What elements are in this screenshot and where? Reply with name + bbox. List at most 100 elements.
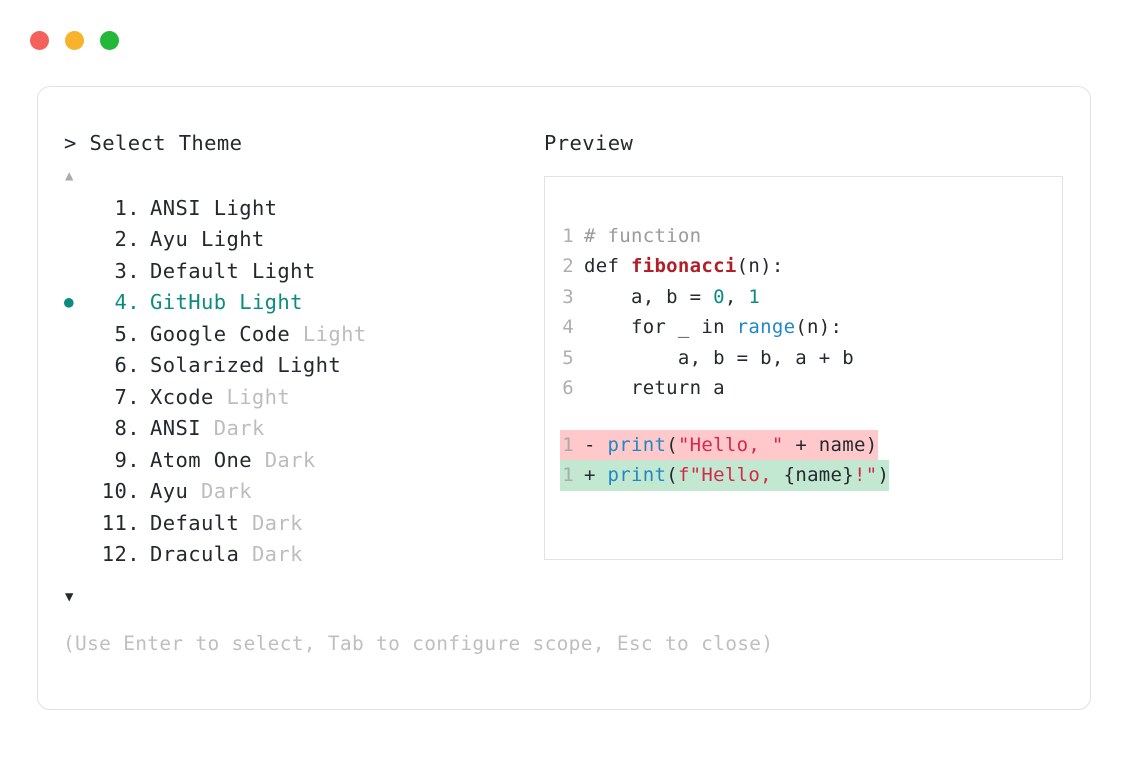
code-token: (n): [736,255,784,277]
code-token: f"Hello, [677,464,784,486]
theme-item-variant: Dark [251,510,303,535]
theme-item-name: Default [150,510,252,535]
scroll-up-icon[interactable]: ▲ [65,167,74,184]
window-traffic-lights [30,31,119,50]
code-line: 4 for _ in range(n): [560,312,1056,343]
page-title: > Select Theme [64,133,534,154]
maximize-button[interactable] [100,31,119,50]
line-number: 4 [562,316,574,338]
code-token: ( [666,464,678,486]
theme-item-number: 7. [114,384,140,409]
theme-item-number: 4. [114,290,140,314]
code-token: ( [666,433,678,456]
theme-item-number: 9. [114,447,140,472]
theme-list: 1. ANSI Light 2. Ayu Light 3. Default Light ● 4… [64,196,534,574]
theme-item-name: Ayu [150,227,201,251]
theme-item-variant: Light [302,321,367,346]
theme-item-number: 8. [114,416,140,440]
selected-bullet-icon: ● [64,292,75,311]
theme-item-number: 11. [101,510,140,535]
code-token: print [607,464,667,486]
theme-item-variant: Dark [213,416,265,440]
code-line: 1 # function [560,221,1056,252]
diff-line-removed: 1- print("Hello, " + name) [560,429,878,460]
preview-label: Preview [544,131,634,155]
theme-item-name: Default [150,258,252,283]
diff-block: 1- print("Hello, " + name)1+ print(f"Hel… [560,429,1056,491]
theme-list-column: > Select Theme ▲ 1. ANSI Light 2. Ayu Light… [64,133,534,604]
theme-list-item[interactable]: 2. Ayu Light [64,227,534,259]
theme-list-item[interactable]: 8. ANSI Dark [64,416,534,448]
diff-sign: - [584,433,608,456]
theme-item-variant: Dark [264,447,316,472]
code-token: return a [584,377,725,399]
theme-item-number: 3. [114,258,140,283]
code-token: a, b = [584,285,714,308]
line-number: 6 [562,377,574,399]
line-number: 2 [562,255,574,277]
theme-item-name: Google Code [150,321,303,346]
theme-item-name: ANSI [150,416,214,440]
code-token: fibonacci [630,255,737,277]
code-token: range [736,316,796,338]
theme-list-item[interactable]: 11. Default Dark [64,511,534,543]
theme-item-variant: Light [200,227,265,251]
theme-list-item[interactable]: 9. Atom One Dark [64,448,534,480]
theme-item-number: 2. [114,227,140,251]
theme-item-variant: Light [213,195,278,220]
scroll-down-icon[interactable]: ▼ [65,588,74,605]
theme-item-number: 6. [114,353,140,377]
theme-item-variant: Light [277,353,342,377]
line-number: 3 [562,285,574,308]
theme-selector-card: > Select Theme ▲ 1. ANSI Light 2. Ayu Light… [37,86,1091,710]
theme-list-item[interactable]: 7. Xcode Light [64,385,534,417]
theme-item-name: Xcode [150,384,227,409]
theme-item-number: 5. [114,321,140,346]
code-token: a, b = b, a + b [584,346,854,369]
line-number: 5 [562,346,574,369]
code-token: !" [854,464,878,486]
theme-list-item[interactable]: ●4.GitHub Light [64,290,534,322]
theme-item-variant: Light [251,258,316,283]
theme-list-item[interactable]: 12.Dracula Dark [64,542,534,574]
code-token: {name} [783,464,855,486]
theme-list-item[interactable]: 3. Default Light [64,259,534,291]
theme-item-number: 12. [101,542,140,566]
prompt-symbol: > [64,131,77,155]
line-number: 1 [562,464,574,486]
theme-item-number: 10. [101,479,140,503]
line-number: 1 [562,224,574,247]
code-line: 5 a, b = b, a + b [560,343,1056,374]
theme-item-name: ANSI [150,195,214,220]
code-token: "Hello, " [677,433,784,456]
theme-item-name: Ayu [150,479,201,503]
theme-list-item[interactable]: 5. Google Code Light [64,322,534,354]
minimize-button[interactable] [65,31,84,50]
code-blank-line [560,404,1056,430]
page-title-label: Select Theme [89,131,243,155]
prompt-spacer [77,131,90,155]
theme-list-item[interactable]: 1. ANSI Light [64,196,534,228]
theme-item-name: Atom One [150,447,265,472]
code-token: # function [584,224,702,247]
theme-list-item[interactable]: 6. Solarized Light [64,353,534,385]
close-button[interactable] [30,31,49,50]
theme-item-variant: Light [226,384,291,409]
theme-item-number: 1. [114,195,140,220]
code-token: , [724,285,749,308]
theme-item-name: Solarized [150,353,278,377]
code-token: 0 [713,285,725,308]
diff-sign: + [584,464,608,486]
keyboard-hint: (Use Enter to select, Tab to configure s… [63,632,774,655]
theme-item-name: Dracula [150,542,252,566]
theme-item-name: GitHub [150,290,240,314]
code-line: 6 return a [560,373,1056,404]
theme-item-variant: Dark [200,479,252,503]
code-token: print [607,433,667,456]
theme-list-item[interactable]: 10. Ayu Dark [64,479,534,511]
